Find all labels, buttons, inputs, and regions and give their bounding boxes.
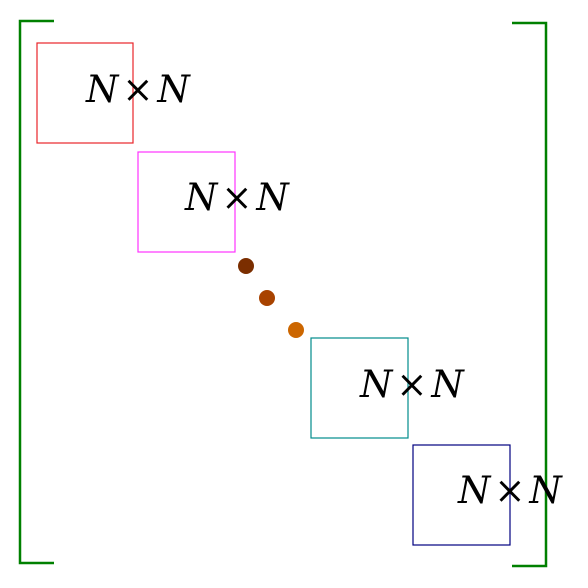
block-4-square [412, 444, 511, 546]
block-1-label: N×N [85, 68, 191, 111]
block-1-square [36, 42, 134, 144]
block-2-square [137, 151, 236, 253]
ellipsis-dot-2 [259, 290, 275, 306]
right-bracket [512, 21, 548, 568]
diagonal-block-3: N×N [310, 337, 465, 439]
diagonal-block-4: N×N [412, 444, 563, 546]
block-2-label: N×N [184, 176, 290, 219]
left-bracket [18, 19, 54, 565]
block-3-square [310, 337, 409, 439]
ellipsis-dot-3 [288, 322, 304, 338]
diagonal-block-1: N×N [36, 42, 191, 144]
ellipsis-dot-1 [238, 258, 254, 274]
diagonal-block-2: N×N [137, 151, 290, 253]
block-3-label: N×N [359, 363, 465, 406]
block-4-label: N×N [457, 469, 563, 512]
